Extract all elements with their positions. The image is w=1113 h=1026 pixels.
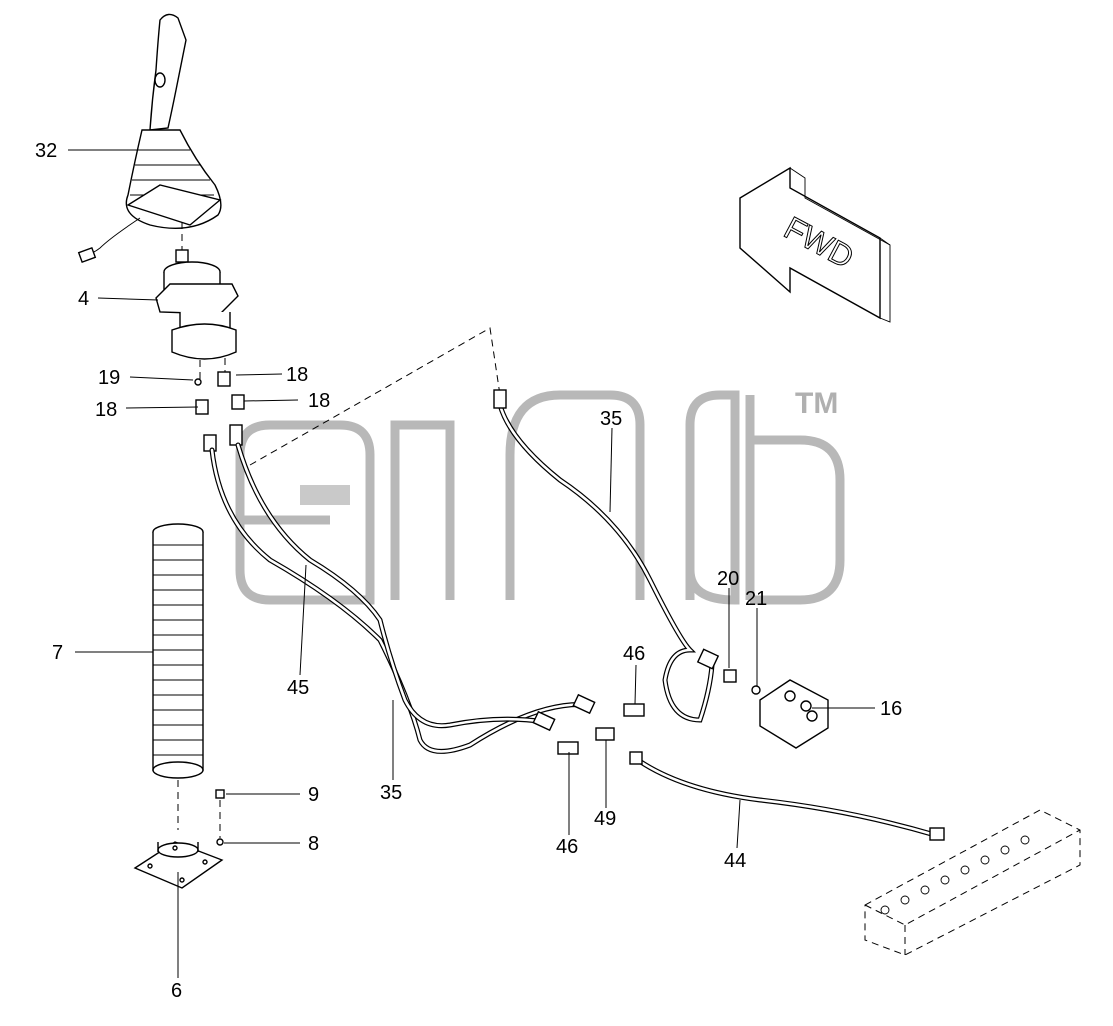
rubber-boot-7: [152, 523, 204, 830]
callout-49: 49: [594, 808, 616, 830]
callout-45: 45: [287, 677, 309, 699]
manifold-block-16: [723, 669, 829, 749]
hose-44: [629, 751, 945, 841]
callout-numbers: 32 4 19 18 18 18 7 9 8 6 45 35 35 20 21 …: [35, 140, 902, 1002]
callout-44: 44: [724, 850, 746, 872]
mount-plate-6: [133, 789, 225, 889]
hose-35-right: [493, 389, 715, 723]
callout-16: 16: [880, 698, 902, 720]
callout-9: 9: [308, 784, 319, 806]
callout-21: 21: [745, 588, 767, 610]
callout-8: 8: [308, 833, 319, 855]
callout-18-upper-right: 18: [286, 364, 308, 386]
routing-dashed-line: [249, 327, 501, 466]
pilot-valve: [155, 249, 239, 380]
watermark-tm: TM: [795, 387, 838, 420]
callout-35-lower: 35: [380, 782, 402, 804]
hose-35-left: [235, 442, 548, 729]
valve-bank: [864, 809, 1081, 956]
callout-20: 20: [717, 568, 739, 590]
callout-19: 19: [98, 367, 120, 389]
callout-46-upper: 46: [623, 643, 645, 665]
tee-fittings: [532, 648, 720, 755]
callout-46-lower: 46: [556, 836, 578, 858]
callout-35-upper: 35: [600, 408, 622, 430]
watermark-logo: TM: [235, 387, 845, 605]
fittings-group: [194, 371, 245, 452]
callout-6: 6: [171, 980, 182, 1002]
joystick-handle: [77, 13, 222, 263]
callout-32: 32: [35, 140, 57, 162]
leader-lines: [68, 149, 875, 978]
callout-18-right: 18: [308, 390, 330, 412]
callout-7: 7: [52, 642, 63, 664]
callout-4: 4: [78, 288, 89, 310]
callout-18-left: 18: [95, 399, 117, 421]
fwd-direction-arrow: FWD: [739, 166, 891, 323]
